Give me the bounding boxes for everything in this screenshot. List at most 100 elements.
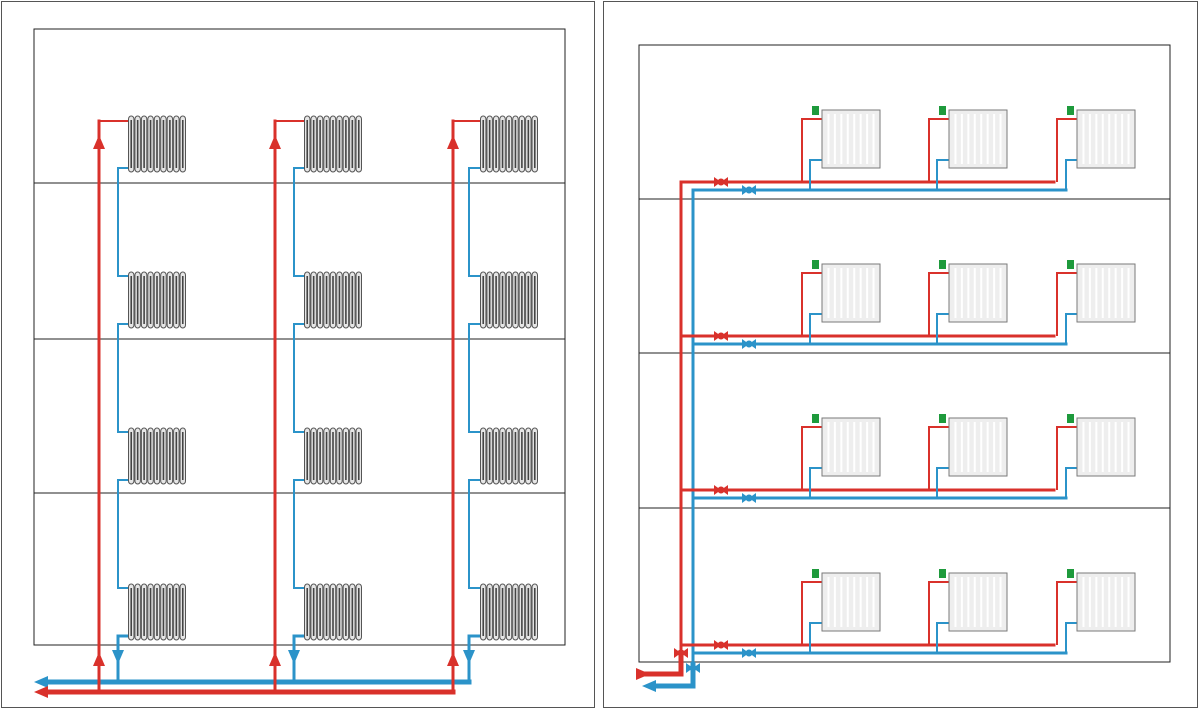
balancing-valve-icon (714, 177, 728, 187)
return-connector-pipe (468, 167, 480, 277)
floor-loop-2 (679, 272, 1077, 349)
flow-arrow-up-icon (269, 135, 281, 149)
balancing-valve-icon (714, 640, 728, 650)
valve-knob (745, 186, 753, 194)
radiator-supply-pipe (928, 581, 949, 645)
return-connector-pipe (117, 167, 128, 277)
return-connector-pipe (117, 323, 128, 433)
radiator-panel (1076, 109, 1136, 169)
radiator-return-pipe (809, 622, 822, 653)
radiator-supply-pipe (801, 581, 822, 645)
radiator-icon (304, 427, 362, 485)
building-outline (638, 44, 1171, 663)
radiator-supply-pipe (1056, 118, 1077, 182)
panel-radiator-icon (821, 417, 881, 477)
thermostat-valve-icon (1067, 414, 1074, 423)
panel-radiator-icon (821, 572, 881, 632)
riser-system-diagram-panel (1, 1, 595, 708)
riser-2 (269, 119, 305, 694)
radiator-return-pipe (809, 159, 822, 190)
riser-1 (93, 119, 129, 694)
panel-radiator-icon (948, 417, 1008, 477)
radiator-return-pipe (936, 313, 949, 344)
thermostat-valve-icon (939, 260, 946, 269)
radiator-icon (128, 427, 187, 485)
panel-radiator-icon (1076, 572, 1136, 632)
radiator-return-pipe (936, 622, 949, 653)
panel-radiator-icon (948, 572, 1008, 632)
valve-knob (677, 649, 685, 657)
valve-knob (745, 494, 753, 502)
panel-radiator-icon (948, 109, 1008, 169)
radiator-panel (948, 572, 1008, 632)
radiator-panel (1076, 263, 1136, 323)
flow-arrow-up-icon (269, 652, 281, 666)
radiator-icon (128, 271, 187, 329)
flow-arrow-up-icon (447, 135, 459, 149)
flow-arrow-down-icon (112, 650, 124, 664)
horizontal-system-diagram-panel (603, 1, 1198, 708)
panel-radiator-icon (1076, 263, 1136, 323)
thermostat-valve-icon (812, 260, 819, 269)
radiator-icon (304, 583, 362, 641)
floor-loop-1 (679, 118, 1077, 195)
valve-knob (717, 486, 725, 494)
radiator-return-pipe (1065, 159, 1077, 190)
return-connector-pipe (117, 479, 128, 589)
return-connector-pipe (293, 479, 304, 589)
radiator-supply-pipe (1056, 581, 1077, 645)
radiator-supply-pipe (801, 118, 822, 182)
radiator-icon (480, 427, 538, 485)
valve-knob (689, 664, 697, 672)
valve-knob (745, 340, 753, 348)
radiator-supply-pipe (801, 426, 822, 490)
radiator-panel (821, 109, 881, 169)
building-frame (33, 28, 566, 646)
building-outline (33, 28, 566, 646)
radiator-panel (821, 417, 881, 477)
flow-arrow-up-icon (93, 135, 105, 149)
pipe-network (34, 119, 481, 698)
radiator-icon (480, 271, 538, 329)
horizontal-system-diagram (636, 44, 1171, 692)
panel-radiator-icon (821, 263, 881, 323)
riser-3 (447, 119, 481, 694)
valve-knob (717, 332, 725, 340)
radiators (812, 106, 1136, 632)
supply-riser (636, 180, 684, 680)
radiator-supply-pipe (928, 118, 949, 182)
balancing-valve-icon (674, 648, 688, 658)
balancing-valve-icon (742, 185, 756, 195)
panel-radiator-icon (948, 263, 1008, 323)
radiator-icon (480, 115, 538, 173)
radiator-supply-pipe (1056, 272, 1077, 336)
radiators (128, 115, 538, 641)
radiator-return-pipe (1065, 467, 1077, 498)
radiator-supply-pipe (928, 272, 949, 336)
thermostat-valve-icon (812, 414, 819, 423)
thermostat-valve-icon (939, 414, 946, 423)
radiator-icon (128, 115, 187, 173)
flow-arrow-up-icon (447, 652, 459, 666)
radiator-return-pipe (936, 159, 949, 190)
panel-radiator-icon (1076, 109, 1136, 169)
radiator-return-pipe (809, 313, 822, 344)
return-connector-pipe (468, 323, 480, 433)
return-down-pipe (292, 634, 304, 682)
thermostat-valve-icon (812, 569, 819, 578)
radiator-supply-pipe (1056, 426, 1077, 490)
radiator-icon (304, 271, 362, 329)
flow-arrow-left-icon (34, 686, 48, 698)
supply-main (34, 686, 456, 698)
radiator-icon (480, 583, 538, 641)
radiator-panel (948, 417, 1008, 477)
radiator-panel (948, 109, 1008, 169)
thermostat-valve-icon (939, 106, 946, 115)
flow-arrow-right-icon (636, 668, 650, 680)
valve-knob (717, 178, 725, 186)
radiator-return-pipe (809, 467, 822, 498)
thermostat-valve-icon (1067, 260, 1074, 269)
balancing-valve-icon (742, 339, 756, 349)
radiator-return-pipe (1065, 313, 1077, 344)
radiator-panel (821, 572, 881, 632)
